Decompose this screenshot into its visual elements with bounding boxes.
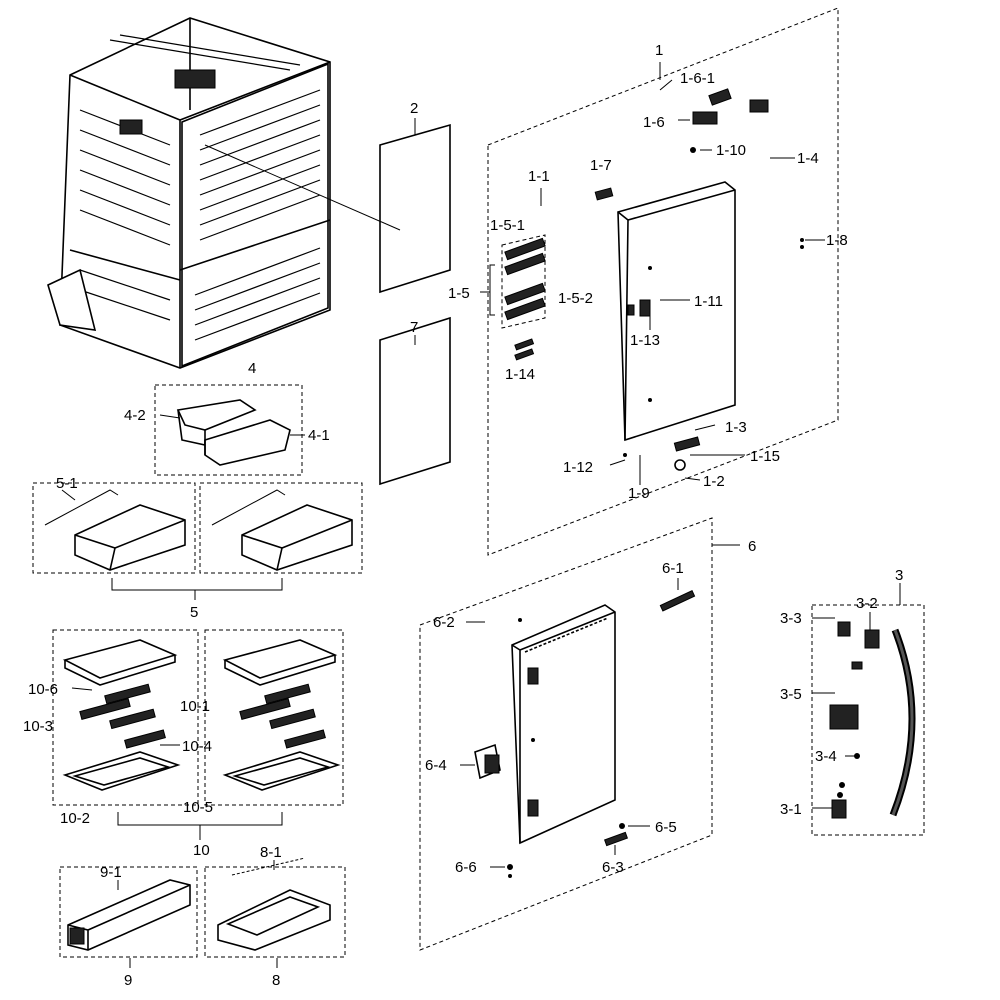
label-2: 2 [410,100,418,117]
label-3-4: 3-4 [815,748,837,765]
label-10-2: 10-2 [60,810,90,827]
label-10-3: 10-3 [23,718,53,735]
group-3-box [811,604,925,836]
label-1-4: 1-4 [797,150,819,167]
label-10-4: 10-4 [182,738,212,755]
label-6-3: 6-3 [602,859,624,876]
label-8-1: 8-1 [260,844,282,861]
label-6: 6 [748,538,756,555]
label-9-1: 9-1 [100,864,122,881]
group-8-box [204,866,346,958]
label-6-5: 6-5 [655,819,677,836]
label-6-1: 6-1 [662,560,684,577]
group-10-box-left [52,629,199,806]
door-6-small-parts [474,590,696,878]
group-9-box [59,866,198,958]
group-1-box [487,7,839,556]
label-1-10: 1-10 [716,142,746,159]
group-5-box-left [32,482,196,574]
label-1-5-2: 1-5-2 [558,290,593,307]
label-3: 3 [895,567,903,584]
label-3-5: 3-5 [780,686,802,703]
label-3-2: 3-2 [856,595,878,612]
bin-9 [67,879,191,951]
label-1-5: 1-5 [448,285,470,302]
label-3-3: 3-3 [780,610,802,627]
label-10-1: 10-1 [180,698,210,715]
shelf-4-parts [176,399,291,466]
label-6-4: 6-4 [425,757,447,774]
handle-3 [829,621,916,819]
label-4-1: 4-1 [308,427,330,444]
label-1: 1 [655,42,663,59]
label-1-5-1: 1-5-1 [490,217,525,234]
label-1-2: 1-2 [703,473,725,490]
label-1-15: 1-15 [750,448,780,465]
label-1-7: 1-7 [590,157,612,174]
label-10-5: 10-5 [183,799,213,816]
bin-5-right [211,489,353,571]
refrigerator-cabinet [47,17,401,369]
label-1-12: 1-12 [563,459,593,476]
group-6-box [419,517,713,951]
label-6-6: 6-6 [455,859,477,876]
label-7: 7 [410,319,418,336]
label-1-3: 1-3 [725,419,747,436]
label-9: 9 [124,972,132,989]
label-1-8: 1-8 [826,232,848,249]
group-5-box-right [199,482,363,574]
label-1-13: 1-13 [630,332,660,349]
label-5-1: 5-1 [56,475,78,492]
label-4: 4 [248,360,256,377]
group-10-box-right [204,629,344,806]
door-6 [511,604,616,845]
door-1-small-parts [504,88,804,471]
label-1-6: 1-6 [643,114,665,131]
label-1-11: 1-11 [694,293,723,310]
label-1-14: 1-14 [505,366,535,383]
drawer-10-right [222,639,341,791]
bin-5-left [44,489,186,571]
door-gasket-2 [379,123,451,294]
label-4-2: 4-2 [124,407,146,424]
drawer-10-left [62,639,181,791]
group-4-box [154,384,303,476]
label-10: 10 [193,842,210,859]
label-6-2: 6-2 [433,614,455,631]
label-1-6-1: 1-6-1 [680,70,715,87]
label-8: 8 [272,972,280,989]
label-10-6: 10-6 [28,681,58,698]
group-1-5-box [501,234,546,329]
door-gasket-7 [379,316,451,486]
label-5: 5 [190,604,198,621]
door-1 [617,181,736,442]
label-1-1: 1-1 [528,168,550,185]
part-labels: 1 1-6-1 1-6 1-10 1-4 1-7 1-1 1-5-1 1-8 1… [23,42,903,989]
bin-8 [217,857,331,951]
label-3-1: 3-1 [780,801,802,818]
label-1-9: 1-9 [628,485,650,502]
